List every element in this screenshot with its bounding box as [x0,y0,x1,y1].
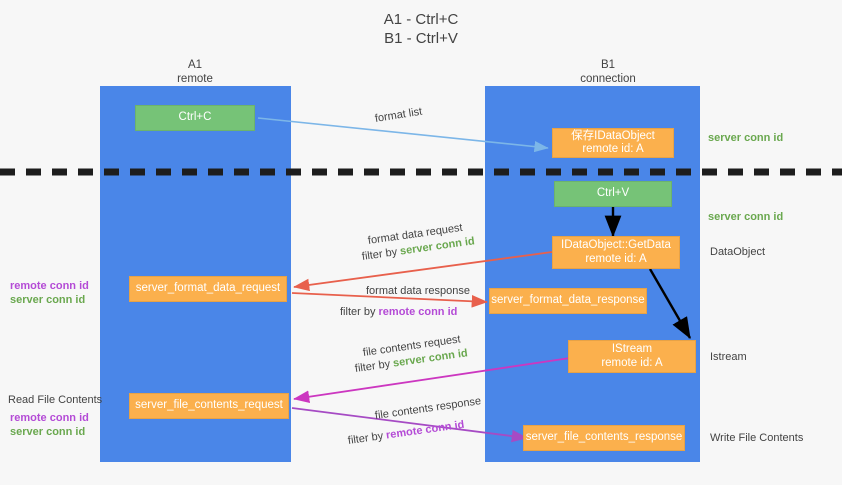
edge-label-file-contents-response-filter: filter by remote conn id [347,418,465,448]
box-istream-line1: IStream [611,343,653,355]
lane-header-b1: B1 connection [533,58,683,86]
lane-header-a1: A1 remote [120,58,270,86]
edge-label-format-data-response-filter: filter by remote conn id [340,305,457,319]
box-ctrl-v[interactable]: Ctrl+V [554,181,672,207]
box-server-file-contents-request-label: server_file_contents_request [135,399,283,412]
box-ctrl-c-label: Ctrl+C [178,111,212,124]
box-server-format-data-response[interactable]: server_format_data_response [489,288,647,314]
edge-label-format-data-response: format data response [366,285,470,297]
box-server-file-contents-response[interactable]: server_file_contents_response [523,425,685,451]
filter-prefix-1: filter by [361,245,401,263]
edge-label-file-contents-response: file contents response [374,395,482,422]
diagram-title: A1 - Ctrl+C B1 - Ctrl+V [0,10,842,48]
box-ctrl-c[interactable]: Ctrl+C [135,105,255,131]
lane-a1-name: A1 [187,59,203,71]
edge-label-format-list: format list [374,105,424,125]
lane-a1-role: remote [177,73,213,85]
right-label-istream: Istream [710,351,747,363]
box-server-format-data-request[interactable]: server_format_data_request [129,276,287,302]
box-save-idataobject-line1: 保存IDataObject [571,129,655,142]
filter-value-2: remote conn id [378,306,458,318]
box-istream[interactable]: IStream remote id: A [568,340,696,373]
filter-value-4: remote conn id [385,418,466,442]
box-getdata[interactable]: IDataObject::GetData remote id: A [552,236,680,269]
box-getdata-line2: remote id: A [585,252,647,265]
left-label-remote-conn-id-2: remote conn id [10,412,89,424]
right-label-dataobject: DataObject [710,246,766,258]
box-server-file-contents-response-label: server_file_contents_response [525,431,683,444]
box-server-format-data-request-label: server_format_data_request [135,282,281,295]
box-save-idataobject-line2: remote id: A [582,143,644,155]
box-ctrl-v-label: Ctrl+V [596,187,630,200]
left-label-server-conn-id-2: server conn id [10,426,86,438]
left-label-remote-conn-id-1: remote conn id [10,280,89,292]
lane-b1-name: B1 [600,59,616,71]
box-server-format-data-response-label: server_format_data_response [491,294,645,307]
filter-prefix-4: filter by [347,429,387,447]
left-label-server-conn-id-1: server conn id [10,294,86,306]
box-save-idataobject[interactable]: 保存IDataObject remote id: A [552,128,674,158]
right-label-write-file-contents: Write File Contents [710,432,804,444]
box-getdata-line1: IDataObject::GetData [561,239,671,251]
right-label-server-conn-id-top: server conn id [708,132,784,144]
title-line-1: A1 - Ctrl+C [383,11,459,28]
filter-prefix-2: filter by [340,306,379,318]
title-line-2: B1 - Ctrl+V [384,30,458,47]
filter-prefix-3: filter by [354,357,394,375]
lane-b1-role: connection [580,73,636,85]
right-label-server-conn-id-mid: server conn id [708,211,784,223]
left-label-read-file-contents: Read File Contents [8,394,103,406]
box-istream-line2: remote id: A [601,356,663,369]
box-server-file-contents-request[interactable]: server_file_contents_request [129,393,289,419]
